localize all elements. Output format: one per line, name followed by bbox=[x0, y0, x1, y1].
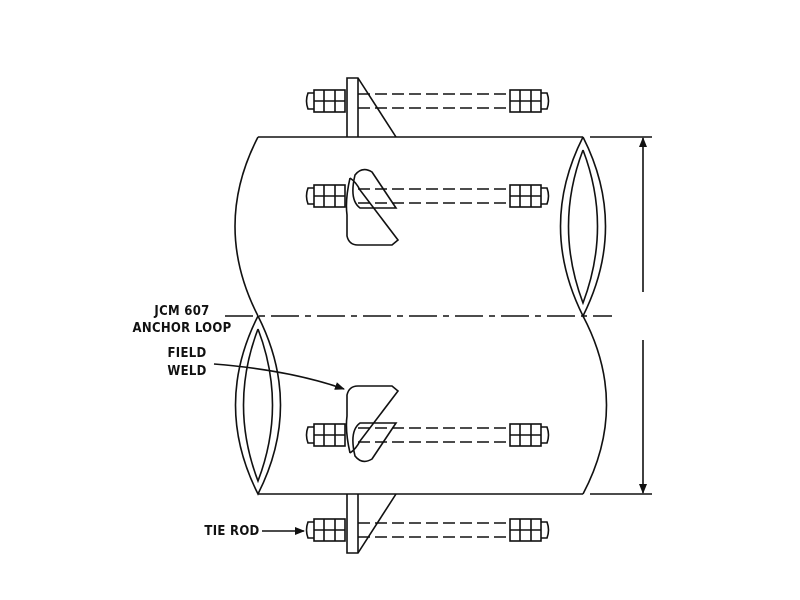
threaded-rod-hidden bbox=[358, 188, 510, 204]
hex-nut-right bbox=[509, 518, 550, 542]
tie-rod-bolt-assembly bbox=[305, 89, 550, 113]
top-flange-plate bbox=[346, 77, 397, 138]
tie-rod-bolt-assembly bbox=[305, 518, 550, 542]
threaded-rod-hidden bbox=[358, 93, 510, 109]
hex-nut-right bbox=[509, 184, 550, 208]
field-weld-leader bbox=[213, 363, 345, 390]
hex-nut-left bbox=[305, 89, 346, 113]
anchor-loop-bolt-assembly bbox=[305, 423, 550, 447]
hex-nut-right bbox=[509, 423, 550, 447]
anchor-loop-label-line1: JCM 607 bbox=[153, 304, 209, 319]
hex-nut-left bbox=[305, 423, 346, 447]
anchor-loop-bolt-assembly bbox=[305, 184, 550, 208]
field-weld-label-line2: WELD bbox=[167, 364, 206, 379]
hex-nut-left bbox=[305, 184, 346, 208]
pipe-end-lens-right bbox=[559, 136, 607, 318]
pipe-end-lens-left bbox=[234, 315, 282, 496]
pipe-body bbox=[234, 136, 608, 495]
threaded-rod-hidden bbox=[358, 427, 510, 443]
anchor-loop-bottom bbox=[345, 385, 400, 463]
dimension-lines bbox=[590, 136, 652, 495]
threaded-rod-hidden bbox=[358, 522, 510, 538]
bottom-flange-plate bbox=[346, 493, 397, 554]
tie-rod-label: TIE ROD bbox=[204, 524, 259, 539]
field-weld-label-line1: FIELD bbox=[168, 346, 207, 361]
hex-nut-right bbox=[509, 89, 550, 113]
anchor-loop-top bbox=[345, 168, 400, 246]
anchor-loop-label-line2: ANCHOR LOOP bbox=[133, 321, 232, 336]
hex-nut-left bbox=[305, 518, 346, 542]
